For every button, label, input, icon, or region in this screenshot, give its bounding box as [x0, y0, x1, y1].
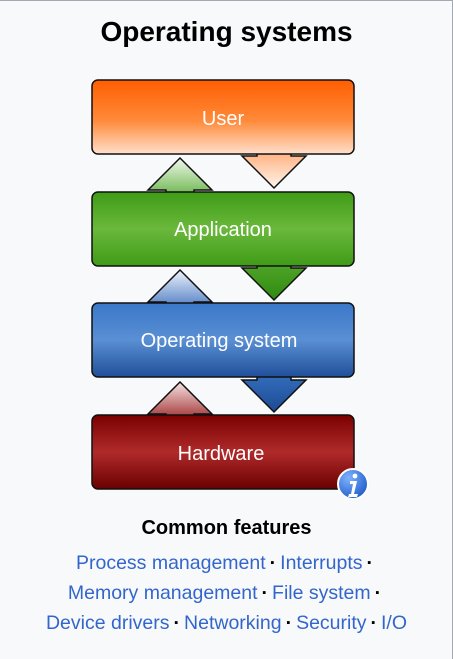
- layer-operating-system-label: Operating system: [141, 330, 298, 352]
- separator: ·: [370, 612, 378, 634]
- common-features-heading: Common features: [141, 517, 312, 539]
- separator: ·: [366, 552, 374, 574]
- features-list: Process management·Interrupts· Memory ma…: [0, 548, 453, 638]
- infobox-title: Operating systems: [100, 16, 353, 47]
- separator: ·: [173, 612, 181, 634]
- separator: ·: [285, 612, 293, 634]
- layer-user: User: [91, 79, 355, 155]
- info-icon[interactable]: [337, 468, 369, 500]
- link-io[interactable]: I/O: [381, 612, 408, 634]
- link-process-management[interactable]: Process management: [75, 552, 266, 574]
- layer-hardware: Hardware: [91, 414, 355, 490]
- layer-user-label: User: [202, 108, 245, 130]
- link-interrupts[interactable]: Interrupts: [280, 552, 363, 574]
- features-row: Process management·Interrupts·: [0, 548, 453, 578]
- os-layers-diagram[interactable]: User Application Operating system Hardwa…: [0, 0, 453, 510]
- layer-application: Application: [91, 191, 355, 267]
- infobox-top-border: [0, 0, 453, 1]
- layer-application-label: Application: [174, 219, 272, 241]
- link-security[interactable]: Security: [296, 612, 367, 634]
- link-networking[interactable]: Networking: [184, 612, 282, 634]
- features-row: Device drivers·Networking·Security·I/O: [0, 608, 453, 638]
- features-row: Memory management·File system·: [0, 578, 453, 608]
- layer-operating-system: Operating system: [91, 302, 355, 378]
- link-file-system[interactable]: File system: [272, 582, 371, 604]
- layer-hardware-label: Hardware: [178, 443, 265, 465]
- separator: ·: [269, 552, 277, 574]
- separator: ·: [261, 582, 269, 604]
- link-device-drivers[interactable]: Device drivers: [45, 612, 170, 634]
- link-memory-management[interactable]: Memory management: [67, 582, 258, 604]
- separator: ·: [374, 582, 382, 604]
